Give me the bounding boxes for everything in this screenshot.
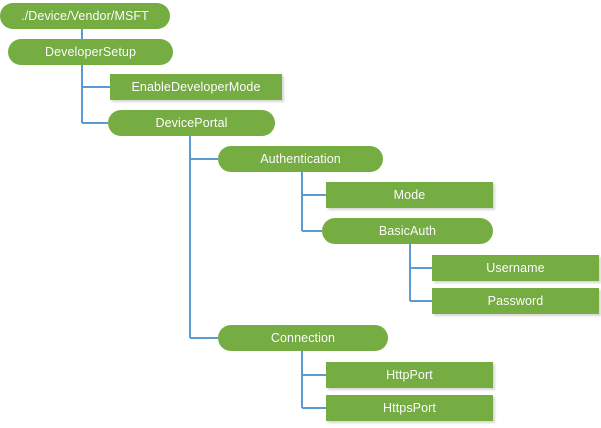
node-httpport[interactable]: HttpPort: [326, 362, 493, 388]
node-username[interactable]: Username: [432, 255, 599, 281]
node-label-username: Username: [486, 260, 545, 275]
node-label-root: ./Device/Vendor/MSFT: [21, 8, 149, 23]
node-label-basicauth: BasicAuth: [378, 223, 437, 238]
node-enabledevelopermode[interactable]: EnableDeveloperMode: [110, 74, 282, 100]
node-label-enabledevelopermode: EnableDeveloperMode: [131, 79, 261, 94]
connector-authentication-to-basicauth: [301, 172, 322, 232]
connector-developersetup-to-deviceportal: [81, 65, 108, 124]
connector-deviceportal-to-connection: [189, 136, 218, 339]
connector-basicauth-to-username: [409, 244, 432, 269]
node-root[interactable]: ./Device/Vendor/MSFT: [0, 3, 170, 29]
node-label-password: Password: [487, 293, 544, 308]
connector-authentication-to-mode: [301, 172, 326, 196]
connector-basicauth-to-password: [409, 244, 432, 302]
node-basicauth[interactable]: BasicAuth: [322, 218, 493, 244]
node-label-mode: Mode: [393, 187, 426, 202]
connector-connection-to-httpsport: [301, 351, 326, 409]
node-authentication[interactable]: Authentication: [218, 146, 383, 172]
connector-connection-to-httpport: [301, 351, 326, 376]
node-password[interactable]: Password: [432, 288, 599, 314]
node-label-deviceportal: DevicePortal: [155, 115, 228, 130]
connector-deviceportal-to-authentication: [189, 136, 218, 160]
node-label-httpsport: HttpsPort: [383, 400, 436, 415]
node-mode[interactable]: Mode: [326, 182, 493, 208]
node-httpsport[interactable]: HttpsPort: [326, 395, 493, 421]
node-label-httpport: HttpPort: [386, 367, 433, 382]
node-label-developersetup: DeveloperSetup: [44, 44, 137, 59]
node-developersetup[interactable]: DeveloperSetup: [8, 39, 173, 65]
node-deviceportal[interactable]: DevicePortal: [108, 110, 275, 136]
node-label-authentication: Authentication: [260, 151, 341, 166]
node-connection[interactable]: Connection: [218, 325, 388, 351]
node-label-connection: Connection: [270, 330, 336, 345]
connector-developersetup-to-enabledevelopermode: [81, 65, 110, 88]
